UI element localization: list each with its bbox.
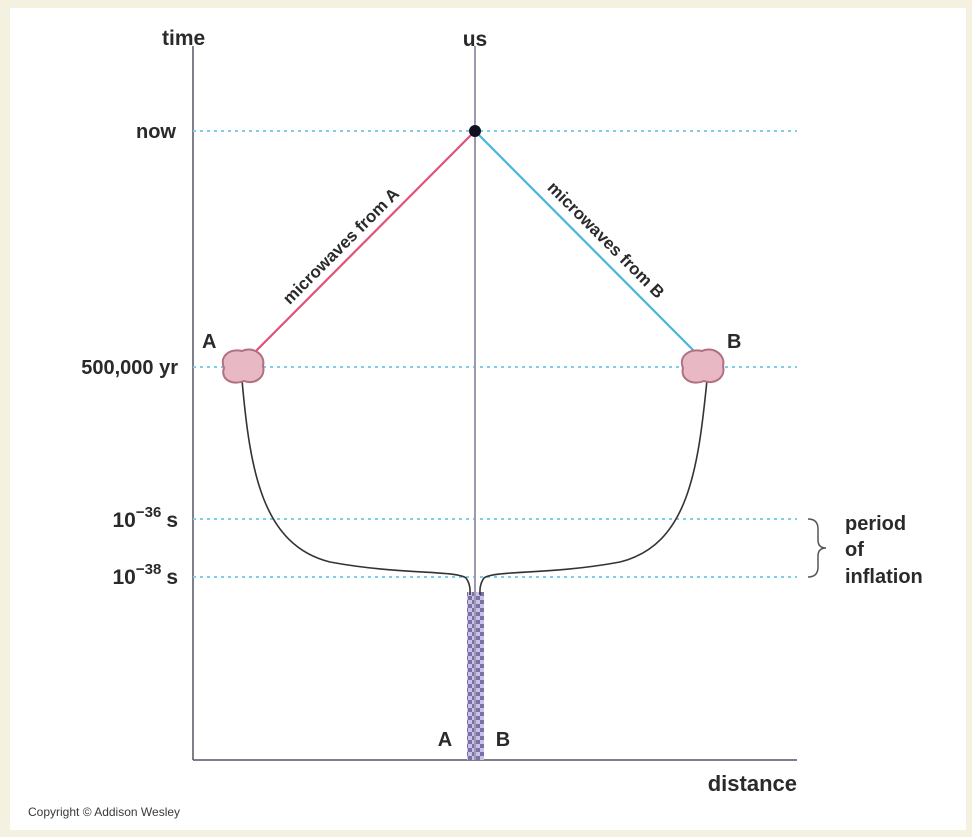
time-axis-label: time — [162, 27, 205, 50]
ray-B-label: microwaves from B — [544, 178, 668, 302]
region-A-label: A — [202, 331, 216, 353]
region-A-bottom-label: A — [438, 729, 452, 751]
ray-A-label: microwaves from A — [279, 184, 403, 308]
region-A-blob — [221, 348, 265, 384]
bracket-line2: of — [845, 539, 864, 561]
ray-from-B — [474, 130, 704, 361]
distance-axis-label: distance — [708, 771, 797, 796]
expansion-curve-left — [241, 379, 471, 596]
region-B-blob — [680, 348, 725, 384]
ray-from-A — [246, 130, 476, 361]
label-500000yr: 500,000 yr — [81, 357, 178, 379]
bracket-line1: period — [845, 513, 906, 535]
region-B-bottom-label: B — [496, 729, 510, 751]
observer-label: us — [463, 28, 488, 51]
observer-point — [469, 125, 481, 137]
label-now: now — [136, 121, 176, 143]
region-B-label: B — [727, 331, 741, 353]
expansion-curve-right — [479, 379, 708, 596]
inflation-bracket — [807, 518, 827, 578]
bracket-line3: inflation — [845, 566, 923, 588]
copyright-text: Copyright © Addison Wesley — [28, 805, 180, 819]
